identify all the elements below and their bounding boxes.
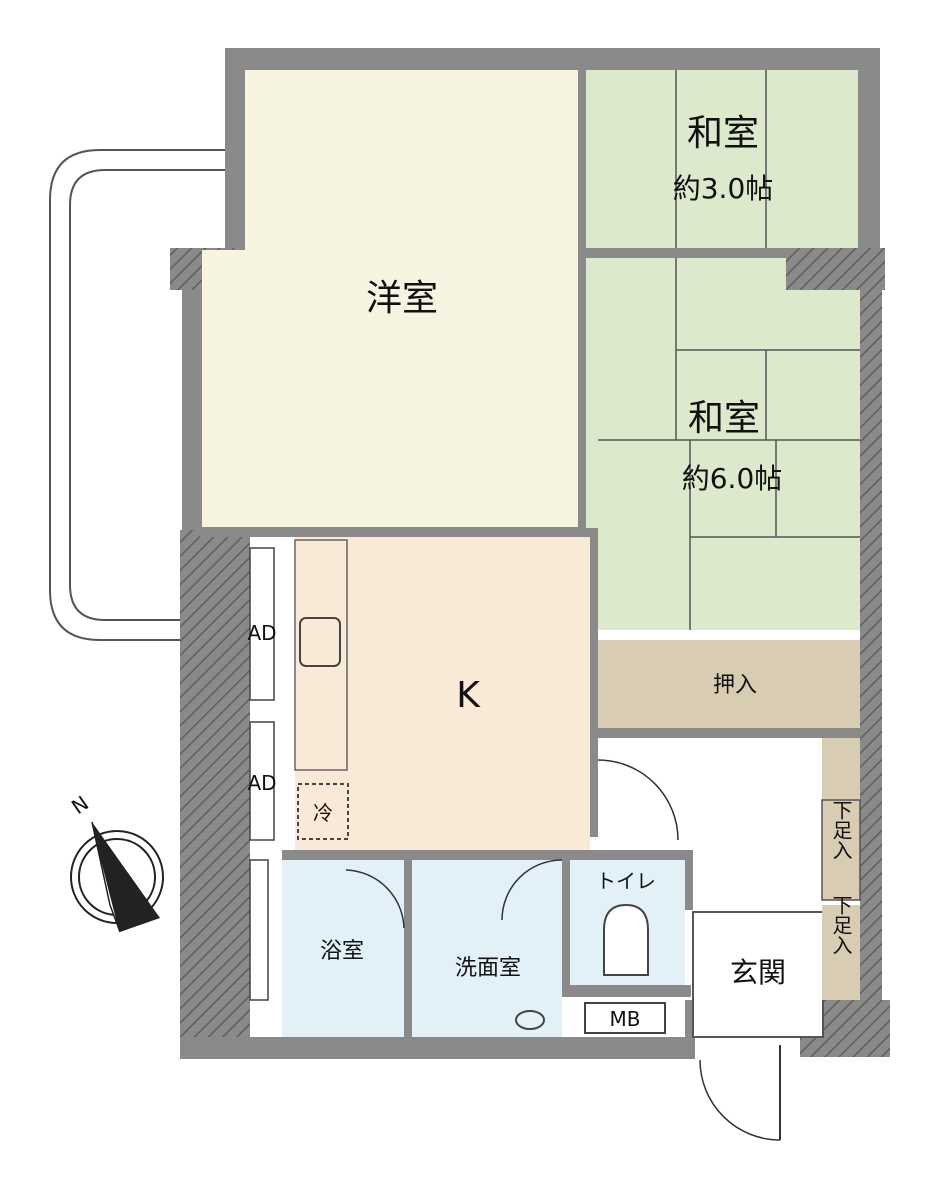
balcony-rail-inner bbox=[69, 169, 225, 621]
compass: N bbox=[67, 791, 164, 933]
room-toilet: トイレ bbox=[570, 860, 685, 985]
balcony-rail bbox=[49, 149, 225, 641]
basin-icon bbox=[515, 1010, 545, 1030]
room-oshiire: 押入 bbox=[598, 640, 860, 728]
room-western: 洋室 bbox=[202, 70, 578, 527]
toilet-label: トイレ bbox=[596, 869, 656, 893]
compass-label: N bbox=[67, 791, 93, 819]
ad-1-label: AD bbox=[247, 621, 276, 645]
mb-label: MB bbox=[610, 1007, 641, 1031]
hallway bbox=[598, 738, 822, 850]
oshiire-label: 押入 bbox=[713, 673, 757, 698]
shoe-box-1: 下足入 bbox=[821, 738, 861, 901]
meter-box: MB bbox=[584, 1002, 666, 1034]
tatami-small-size: 約3.0帖 bbox=[673, 172, 774, 205]
sink-icon bbox=[299, 617, 341, 667]
bath-label: 浴室 bbox=[320, 939, 364, 964]
room-kitchen: 冷 K bbox=[294, 537, 590, 850]
kitchen-label: K bbox=[456, 675, 481, 716]
room-tatami-small: 和室 約3.0帖 bbox=[586, 70, 858, 248]
western-room-label: 洋室 bbox=[366, 278, 438, 319]
shoe-box-2: 下足入 bbox=[822, 895, 860, 1000]
ad-2-label: AD bbox=[247, 771, 276, 795]
shoe-box-1-label: 下足入 bbox=[829, 800, 853, 860]
room-tatami-large: 和室 約6.0帖 bbox=[586, 258, 860, 630]
north-arrow-icon bbox=[92, 822, 160, 932]
entrance-label: 玄関 bbox=[730, 956, 786, 989]
washroom-label: 洗面室 bbox=[455, 956, 521, 981]
room-bath: 浴室 bbox=[282, 860, 405, 1037]
fridge-space bbox=[297, 783, 349, 840]
pipe-shaft bbox=[249, 859, 269, 1001]
ad-duct-2: AD bbox=[247, 721, 277, 841]
shoe-box-2-label: 下足入 bbox=[829, 895, 853, 955]
tatami-large-label: 和室 bbox=[688, 398, 760, 439]
room-entrance: 玄関 bbox=[692, 911, 824, 1141]
toilet-icon bbox=[603, 903, 649, 976]
walls bbox=[170, 48, 890, 1059]
entry-door-swing bbox=[699, 1059, 781, 1141]
tatami-large-size: 約6.0帖 bbox=[682, 462, 783, 495]
tatami-small-label: 和室 bbox=[687, 113, 759, 154]
ad-duct-1: AD bbox=[247, 547, 277, 701]
room-washroom: 洗面室 bbox=[412, 859, 563, 1037]
fridge-label: 冷 bbox=[313, 801, 333, 825]
